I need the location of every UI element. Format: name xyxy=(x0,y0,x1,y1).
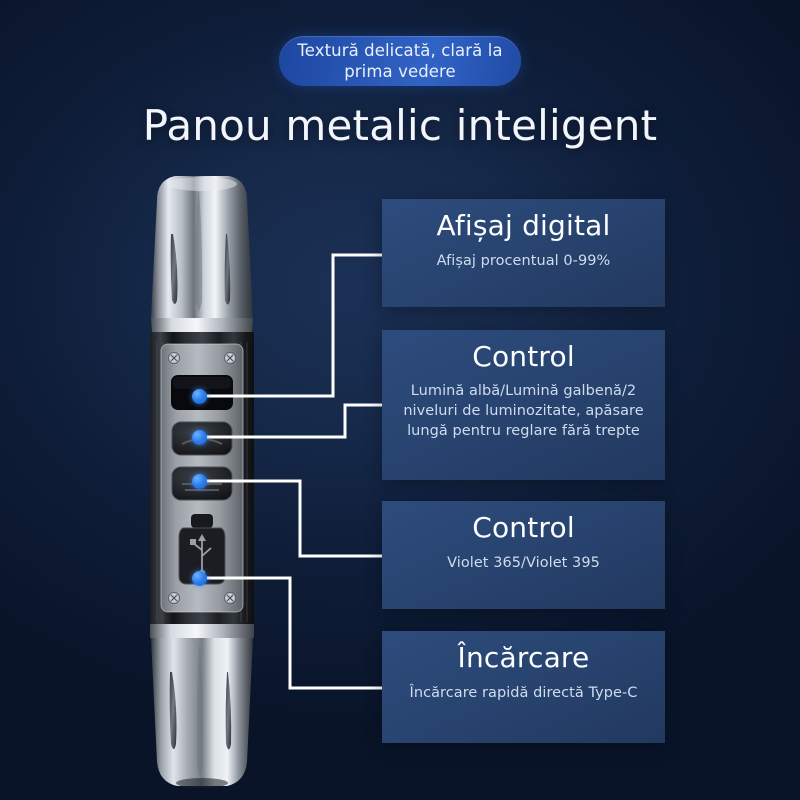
callout-card-charging: Încărcare Încărcare rapidă directă Type-… xyxy=(382,631,665,743)
callout-title: Afișaj digital xyxy=(436,209,611,242)
anchor-dot-upper-button xyxy=(192,430,207,445)
flashlight-head xyxy=(151,176,253,332)
page-title: Panou metalic inteligent xyxy=(142,101,658,150)
banner-pill-label: Textură delicată, clară la prima vedere xyxy=(297,41,503,81)
callout-card-light-control: Control Lumină albă/Lumină galbenă/2 niv… xyxy=(382,330,665,480)
callout-description: Violet 365/Violet 395 xyxy=(447,555,600,571)
callout-description: Lumină albă/Lumină galbenă/2 niveluri de… xyxy=(403,383,644,439)
callout-title: Control xyxy=(472,340,575,373)
callout-card-uv-control: Control Violet 365/Violet 395 xyxy=(382,501,665,609)
flashlight-tail xyxy=(150,624,254,788)
banner-pill: Textură delicată, clară la prima vedere xyxy=(279,36,521,86)
anchor-dot-display xyxy=(192,389,207,404)
callout-description: Afișaj procentual 0-99% xyxy=(436,253,611,269)
callout-card-digital-display: Afișaj digital Afișaj procentual 0-99% xyxy=(382,199,665,307)
anchor-dot-usb xyxy=(192,571,207,586)
callout-title: Încărcare xyxy=(457,641,590,674)
callout-description: Încărcare rapidă directă Type-C xyxy=(409,685,638,701)
callout-title: Control xyxy=(472,511,575,544)
anchor-dot-lower-button xyxy=(192,474,207,489)
